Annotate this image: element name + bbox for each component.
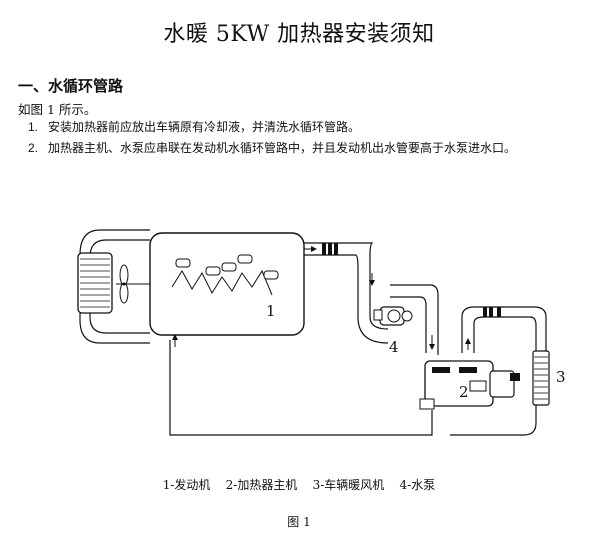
instruction-item: 1. 安装加热器前应放出车辆原有冷却液，并清洗水循环管路。 <box>28 118 516 139</box>
instruction-text: 安装加热器前应放出车辆原有冷却液，并清洗水循环管路。 <box>48 120 361 134</box>
main-coolant-loop <box>169 340 433 436</box>
instruction-item: 2. 加热器主机、水泵应串联在发动机水循环管路中，并且发动机出水管要高于水泵进水… <box>28 139 516 160</box>
intro-text: 如图 1 所示。 <box>18 102 97 117</box>
figure-legend: 1-发动机 2-加热器主机 3-车辆暖风机 4-水泵 <box>162 478 436 492</box>
figure-caption: 图 1 <box>287 515 311 529</box>
heater-label: 2 <box>459 383 469 401</box>
flow-arrows <box>172 246 471 350</box>
pump-icon <box>373 306 413 326</box>
pump-to-heater-hose <box>390 284 439 355</box>
engine-label: 1 <box>266 302 276 320</box>
instruction-number: 2. <box>28 141 39 155</box>
installation-diagram: 1 4 2 <box>77 229 566 436</box>
page-title: 水暖 5KW 加热器安装须知 <box>163 22 435 47</box>
pump-label: 4 <box>389 338 399 356</box>
section-heading: 一、水循环管路 <box>18 77 124 95</box>
instruction-list: 1. 安装加热器前应放出车辆原有冷却液，并清洗水循环管路。 2. 加热器主机、水… <box>28 118 516 160</box>
heater-unit <box>419 360 520 410</box>
engine-outlet-hose <box>304 242 389 330</box>
fan-icon <box>116 264 150 304</box>
pipe-connectors <box>322 243 501 317</box>
warm-fan-unit <box>532 350 550 406</box>
warm-fan-label: 3 <box>556 368 566 386</box>
radiator-hoses <box>79 229 150 344</box>
engine-pistons-icon <box>171 269 273 296</box>
instruction-number: 1. <box>28 120 39 134</box>
heater-to-warm-fan-hose <box>461 306 547 355</box>
instruction-text: 加热器主机、水泵应串联在发动机水循环管路中，并且发动机出水管要高于水泵进水口。 <box>48 141 517 155</box>
